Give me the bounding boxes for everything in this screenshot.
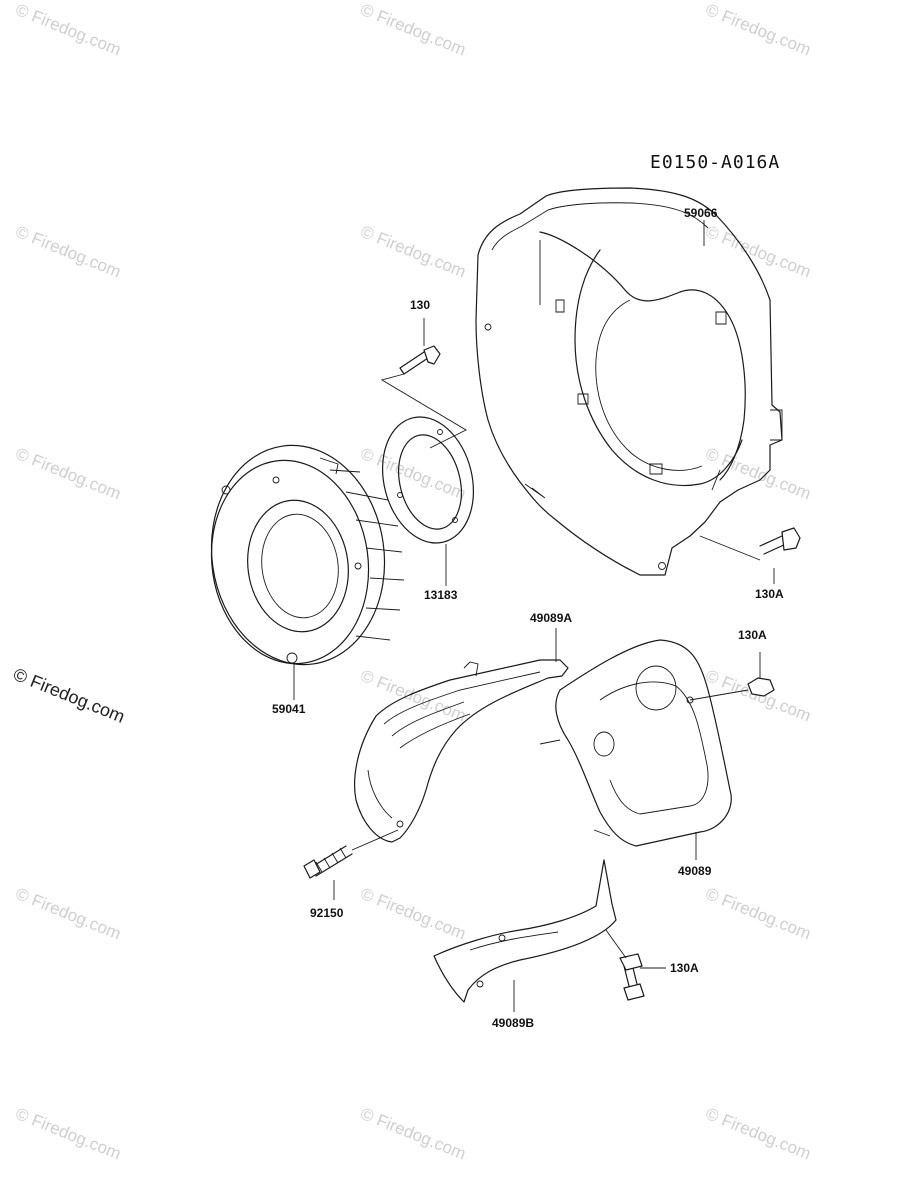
part-label-49089B: 49089B [492, 1016, 535, 1030]
part-label-49089: 49089 [678, 864, 712, 878]
bolt-130A-cover-drawing [747, 652, 775, 697]
cover-49089A-drawing [354, 628, 569, 843]
cover-49089B-drawing [433, 859, 617, 1012]
part-label-130A: 130A [670, 961, 699, 975]
stud-92150-drawing [303, 829, 399, 900]
part-label-49089A: 49089A [530, 611, 573, 625]
plate-13183-drawing [381, 416, 475, 544]
part-label-13183: 13183 [424, 588, 458, 602]
bolt-130A-bottom-drawing [605, 929, 666, 1001]
part-label-92150: 92150 [310, 906, 344, 920]
bolt-130A-housing-drawing [699, 527, 801, 584]
part-label-130A: 130A [755, 587, 784, 601]
cover-49089-drawing [539, 639, 749, 860]
flywheel-59041-drawing [210, 444, 405, 666]
bolt-130-drawing [380, 318, 467, 449]
part-label-130A: 130A [738, 628, 767, 642]
part-label-59041: 59041 [272, 702, 306, 716]
diagram-code: E0150-A016A [650, 152, 781, 173]
part-label-59066: 59066 [684, 206, 718, 220]
fan-housing-59066-drawing [475, 187, 783, 576]
part-label-130: 130 [410, 298, 431, 312]
